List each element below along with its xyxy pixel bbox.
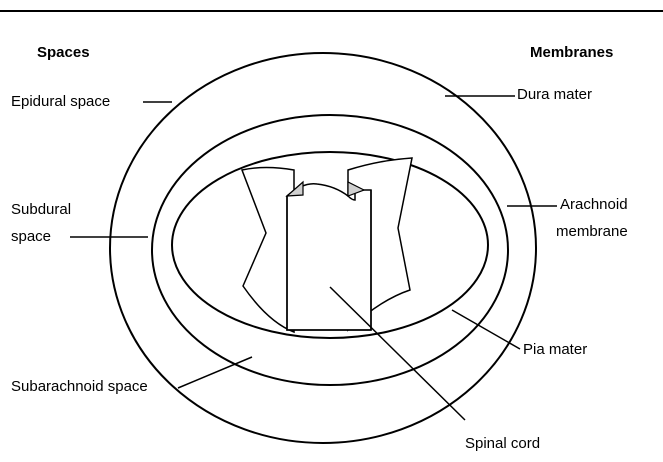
membranes-header: Membranes xyxy=(530,44,613,62)
dura-mater-label: Dura mater xyxy=(517,86,592,104)
arachnoid-label-line1: Arachnoid xyxy=(560,196,628,214)
spaces-header: Spaces xyxy=(37,44,90,62)
arachnoid-label-line2: membrane xyxy=(556,223,628,241)
spinal-cord-label: Spinal cord xyxy=(465,435,540,453)
subarachnoid-space-label: Subarachnoid space xyxy=(11,378,148,396)
subdural-label-line2: space xyxy=(11,228,51,246)
subdural-label-line1: Subdural xyxy=(11,201,71,219)
subarachnoid-leader xyxy=(178,357,252,388)
pia-mater-label: Pia mater xyxy=(523,341,587,359)
epidural-space-label: Epidural space xyxy=(11,93,110,111)
spinal-cord-shape xyxy=(242,158,412,332)
